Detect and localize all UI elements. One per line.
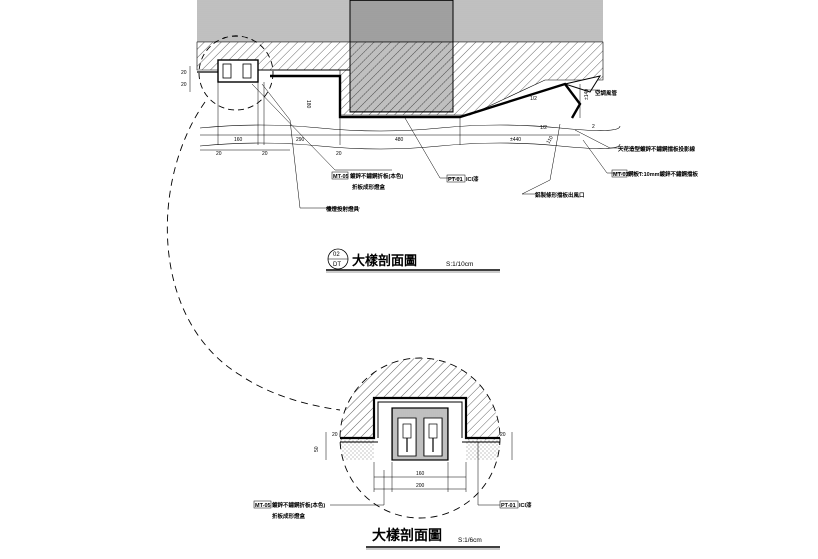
- svg-text:鍍鋅不鏽鋼折板(本色): 鍍鋅不鏽鋼折板(本色): [271, 501, 325, 509]
- svg-text:ICI漆: ICI漆: [519, 501, 532, 509]
- dim-half-b: 1/2: [540, 125, 547, 131]
- callout-mt05-lower: MT-05 鍍鋅不鏽鋼折板(本色) 折板成形燈盒: [253, 500, 325, 520]
- dim-110: 110: [546, 135, 555, 145]
- upper-title: 大樣剖面圖: [352, 253, 417, 268]
- detail-circle-upper: [198, 35, 274, 111]
- ref-bottom: DT: [333, 262, 341, 268]
- callout-ceiling-note: 天花造型鍍鋅不鏽鋼擋板投影線: [618, 145, 696, 153]
- lower-detail: 160 200 50 20 20 MT-05 鍍鋅不鏽鋼折板(本色) 折板成形燈…: [253, 357, 532, 550]
- svg-text:折板成形燈盒: 折板成形燈盒: [352, 183, 386, 191]
- ref-top: 02: [333, 252, 340, 258]
- enlargement-connector: [166, 101, 341, 411]
- dim-20-bot-c: 20: [336, 151, 342, 157]
- callout-mt03: MT-03 鋼板T:10mm鍍鋅不鏽鋼擋板: [611, 169, 698, 178]
- dim-20-bot-a: 20: [216, 151, 222, 157]
- beam: [349, 0, 454, 113]
- callout-pt01-lower: PT-01 ICI漆: [499, 500, 532, 509]
- dim-2: 2: [592, 124, 595, 130]
- dim-160-lower: 160: [416, 471, 425, 477]
- dim-half-a: 1/2: [530, 96, 537, 102]
- svg-text:折板成形燈盒: 折板成形燈盒: [272, 512, 306, 520]
- dim-160: 160: [234, 137, 243, 143]
- upper-scale: S:1/10cm: [446, 261, 473, 268]
- svg-text:鍍鋅不鏽鋼折板(本色): 鍍鋅不鏽鋼折板(本色): [349, 172, 403, 180]
- svg-text:ICI漆: ICI漆: [466, 175, 479, 183]
- callout-pt01-upper: PT-01 ICI漆: [446, 174, 479, 183]
- callout-return-air: 鋁製條形擋板出風口: [534, 191, 585, 199]
- ac-duct: [563, 75, 602, 93]
- ground-line: [199, 124, 621, 132]
- svg-text:鋼板T:10mm鍍鋅不鏽鋼擋板: 鋼板T:10mm鍍鋅不鏽鋼擋板: [628, 170, 698, 178]
- dim-20-left: 20: [181, 70, 187, 76]
- dim-20a-lower: 20: [332, 432, 338, 438]
- dim-180: 180: [305, 100, 311, 109]
- upper-detail: 20 20 160 290 480 ±440 180 20 20 20 ±140…: [181, 0, 698, 273]
- lower-scale: S:1/6cm: [458, 537, 482, 544]
- dim-20-left-b: 20: [181, 82, 187, 88]
- svg-text:MT-03: MT-03: [613, 172, 629, 178]
- light-box: [217, 59, 259, 83]
- svg-text:MT-05: MT-05: [333, 174, 349, 180]
- dim-50-lower: 50: [314, 446, 320, 452]
- svg-text:MT-05: MT-05: [255, 503, 271, 509]
- lower-title: 大樣剖面圖: [372, 527, 442, 543]
- dim-440: ±440: [510, 137, 521, 143]
- callout-mt05-upper: MT-05 鍍鋅不鏽鋼折板(本色) 折板成形燈盒: [331, 171, 403, 191]
- dim-290: 290: [296, 137, 305, 143]
- callout-linear-light: 檯燈投射燈具: [325, 205, 360, 213]
- svg-text:PT-01: PT-01: [448, 177, 463, 183]
- dim-20b-lower: 20: [500, 432, 506, 438]
- svg-text:PT-01: PT-01: [501, 503, 516, 509]
- dim-480: 480: [395, 137, 404, 143]
- dim-20-bot-b: 20: [262, 151, 268, 157]
- dim-140: ±140: [584, 89, 590, 100]
- dim-200-lower: 200: [416, 483, 425, 489]
- callout-ac-duct: 空調風管: [595, 89, 618, 97]
